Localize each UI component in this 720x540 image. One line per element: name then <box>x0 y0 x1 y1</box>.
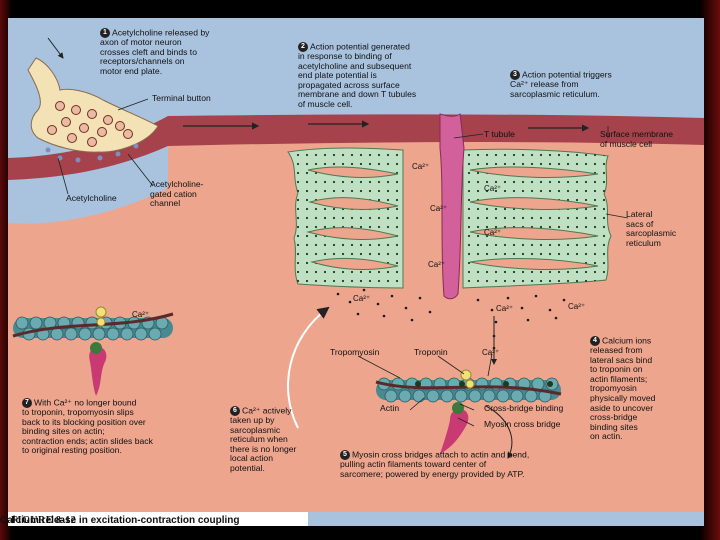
ca-label: Ca²⁺ <box>353 294 370 303</box>
ca-label: Ca²⁺ <box>132 310 149 319</box>
surface-membrane-label: Surface membrane of muscle cell <box>600 130 673 149</box>
step-7-text: With Ca²⁺ no longer bound to troponin, t… <box>22 397 153 455</box>
figure-title: Calcium release in excitation-contractio… <box>0 515 240 526</box>
lateral-sacs-label: Lateral sacs of sarcoplasmic reticulum <box>626 210 676 248</box>
ca-label: Ca²⁺ <box>484 184 501 193</box>
acetylcholine-label: Acetylcholine <box>66 194 117 204</box>
step-2-text: Action potential generated in response t… <box>298 41 416 109</box>
step-1-text: Acetylcholine released by axon of motor … <box>100 27 209 76</box>
t-tubule-label: T tubule <box>484 130 515 140</box>
ca-label: Ca²⁺ <box>412 162 429 171</box>
ca-label: Ca²⁺ <box>428 260 445 269</box>
ca-label: Ca²⁺ <box>482 348 499 357</box>
ach-channel-label: Acetylcholine- gated cation channel <box>150 180 204 209</box>
ca-label: Ca²⁺ <box>484 228 501 237</box>
troponin-label: Troponin <box>414 348 448 358</box>
step-6-text: Ca²⁺ actively taken up by sarcoplasmic r… <box>230 405 296 473</box>
step-3-text: Action potential triggers Ca²⁺ release f… <box>510 69 612 98</box>
step-5-text: Myosin cross bridges attach to actin and… <box>340 449 529 478</box>
slide-frame-right <box>702 0 720 540</box>
ca-label: Ca²⁺ <box>430 204 447 213</box>
ca-label: Ca²⁺ <box>568 302 585 311</box>
step-4-text: Calcium ions released from lateral sacs … <box>590 335 655 441</box>
actin-label: Actin <box>380 404 399 414</box>
terminal-button-label: Terminal button <box>152 94 211 104</box>
myosin-cross-bridge-label: Myosin cross bridge <box>484 420 560 430</box>
tropomyosin-label: Tropomyosin <box>330 348 379 358</box>
ca-label: Ca²⁺ <box>496 304 513 313</box>
cross-bridge-binding-label: Cross-bridge binding <box>484 404 563 414</box>
